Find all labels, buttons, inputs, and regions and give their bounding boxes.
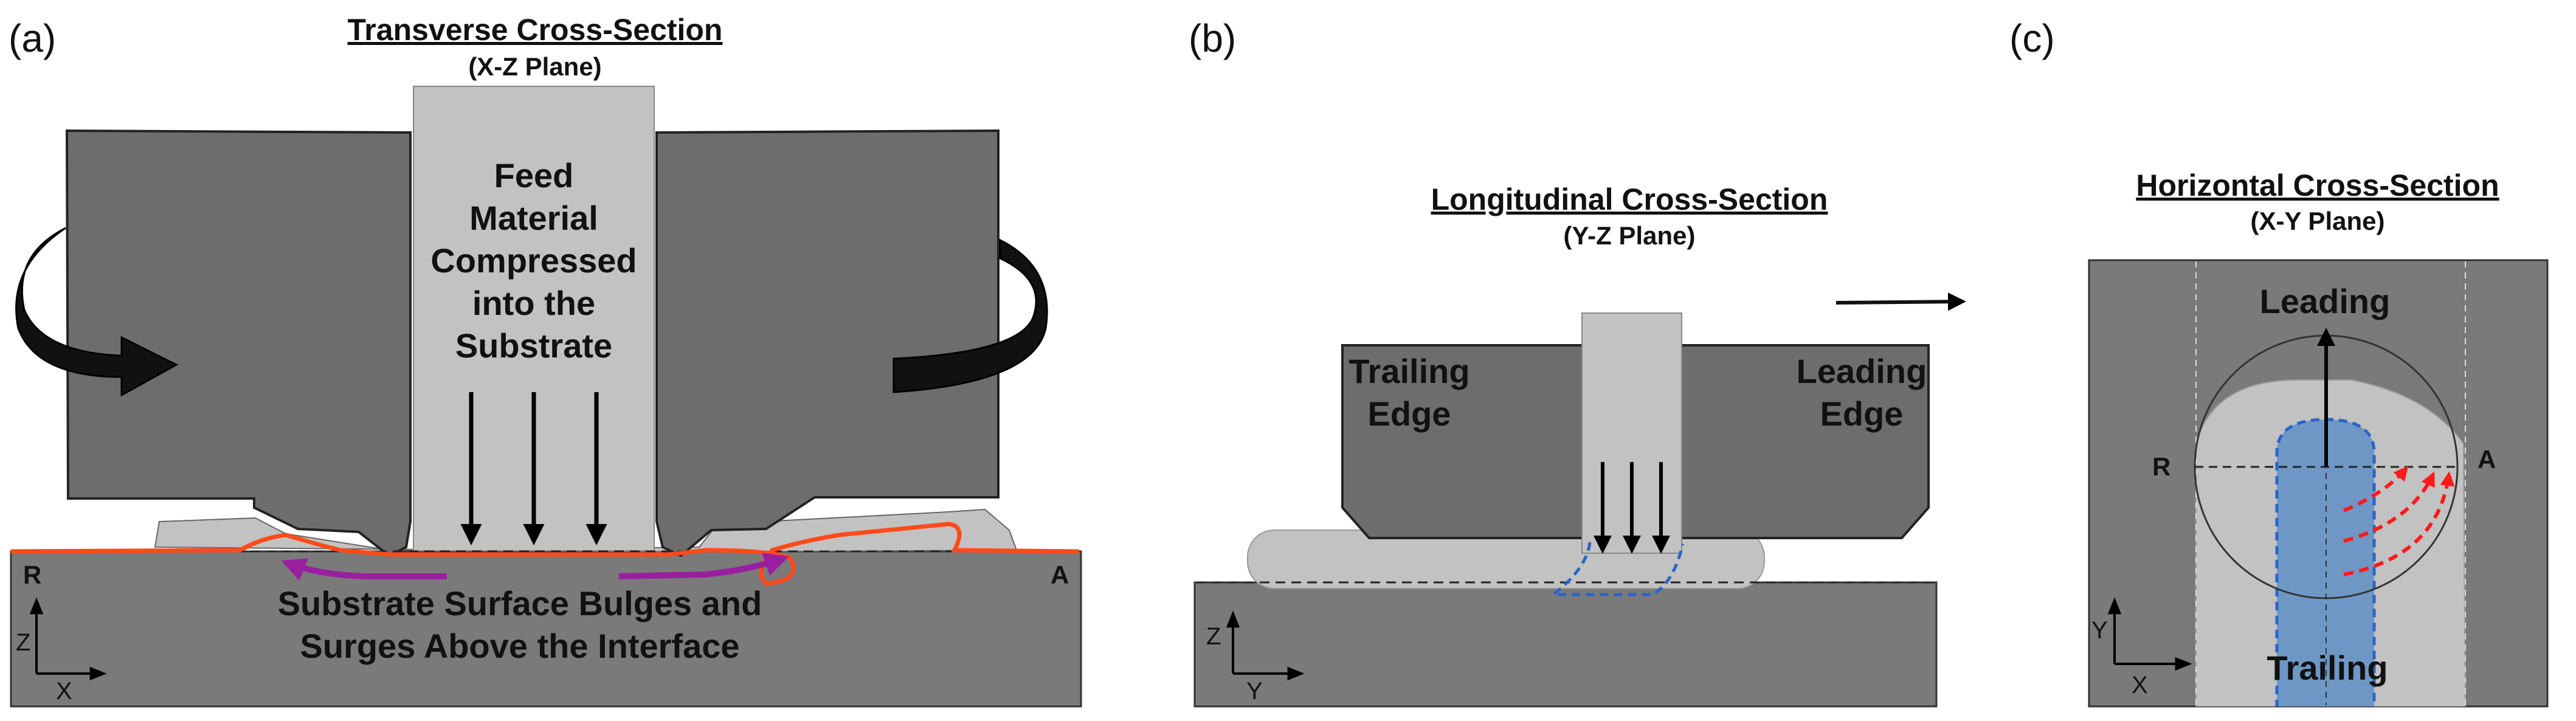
panel-a-interface-red — [10, 522, 1080, 586]
panel-c-axis-y-label: Y — [2091, 617, 2108, 644]
panel-a-tool-right — [655, 129, 1000, 557]
panel-b-axis-z-label: Z — [1206, 623, 1221, 650]
panel-a-rotation-arrow-left — [15, 227, 179, 397]
panel-c-trailing-label: Trailing — [2267, 649, 2388, 687]
panel-a-rotation-arrow-right — [893, 238, 1048, 393]
panel-c-label: (c) — [2009, 16, 2055, 60]
panel-b-label: (b) — [1189, 16, 1236, 60]
panel-a-axis-z-label: Z — [16, 629, 30, 656]
panel-a-flow-arrow-left — [281, 558, 447, 581]
panel-a-feed-text: Feed Material Compressed into the Substr… — [430, 156, 637, 365]
panel-c-axis-x-label: X — [2132, 672, 2148, 699]
panel-b: (b) Longitudinal Cross-Section (Y-Z Plan… — [1189, 16, 1966, 708]
panel-a-flow-arrow-right — [618, 553, 789, 579]
panel-b-subtitle: (Y-Z Plane) — [1563, 221, 1695, 250]
panel-c-mark-r: R — [2152, 452, 2170, 481]
panel-a-substrate — [10, 550, 1082, 708]
panel-c-red-arrow-2 — [2343, 471, 2435, 543]
bottom-text-line-1: Substrate Surface Bulges and — [278, 584, 762, 623]
panel-b-leading-line-1: Leading — [1797, 352, 1927, 390]
panel-a-mark-a: A — [1051, 561, 1069, 589]
panel-b-trailing-line-2: Edge — [1368, 395, 1451, 433]
panel-b-travel-arrow — [1835, 292, 1966, 311]
panel-a: (a) Transverse Cross-Section (X-Z Plane)… — [9, 13, 1082, 708]
feed-text-line-1: Feed — [494, 156, 574, 195]
panel-c-title: Horizontal Cross-Section — [2136, 168, 2499, 202]
panel-b-axis-y-label: Y — [1246, 678, 1263, 705]
panel-a-tool-left — [65, 129, 412, 557]
panel-b-deposit-boundary — [1549, 542, 1685, 596]
feed-text-line-2: Material — [469, 199, 598, 237]
panel-a-bottom-text: Substrate Surface Bulges and Surges Abov… — [278, 584, 762, 665]
panel-c-red-arrow-3 — [2343, 471, 2455, 576]
panel-b-trailing-line-1: Trailing — [1348, 352, 1469, 390]
feed-text-line-5: Substrate — [455, 326, 612, 365]
panel-a-title: Transverse Cross-Section — [348, 13, 723, 47]
panel-b-title: Longitudinal Cross-Section — [1431, 182, 1828, 216]
panel-b-substrate — [1193, 581, 1938, 708]
panel-c-leading-label: Leading — [2260, 282, 2391, 320]
panel-a-axis-x-label: X — [56, 678, 72, 705]
panel-a-subtitle: (X-Z Plane) — [468, 52, 601, 81]
panel-a-label: (a) — [9, 16, 56, 60]
panel-a-mark-r: R — [23, 561, 41, 589]
feed-text-line-4: into the — [472, 284, 595, 322]
panel-c-subtitle: (X-Y Plane) — [2251, 207, 2385, 235]
panel-b-leading-line-2: Edge — [1820, 395, 1904, 433]
panel-c-mark-a: A — [2478, 445, 2496, 474]
panel-c-red-arrow-1 — [2343, 466, 2409, 512]
bottom-text-line-2: Surges Above the Interface — [300, 627, 739, 665]
feed-text-line-3: Compressed — [430, 241, 637, 280]
panel-c: (c) Horizontal Cross-Section (X-Y Plane)… — [2009, 16, 2549, 708]
